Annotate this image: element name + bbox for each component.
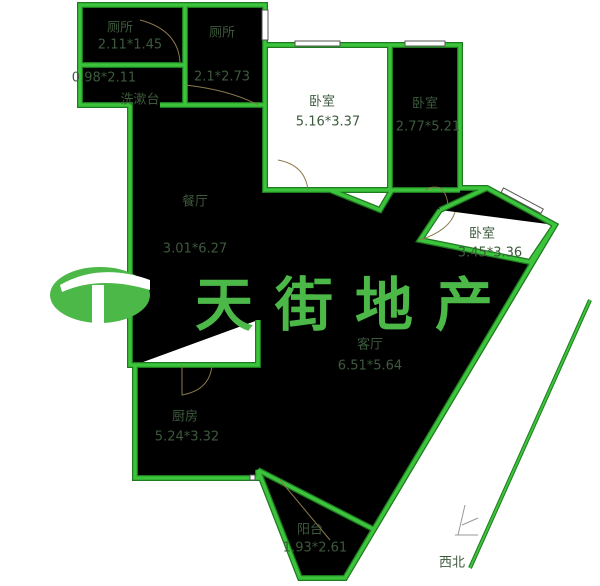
room-size: 2.1*2.73 (193, 69, 251, 85)
room-size: 5.16*3.37 (295, 114, 361, 130)
room-size: 1.93*2.61 (282, 540, 348, 556)
room-name: 厕所 (106, 20, 134, 36)
compass-icon (455, 504, 479, 536)
room-size: 0.98*2.11 (71, 70, 137, 86)
room-size: 2.77*5.21 (395, 119, 461, 135)
windows (249, 9, 544, 481)
room-name: 餐厅 (181, 194, 209, 210)
doors (139, 19, 456, 541)
room-name: 卧室 (411, 96, 439, 112)
room-name: 卧室 (308, 94, 336, 110)
room-name: 厕所 (208, 25, 236, 41)
room-size: 6.51*5.64 (337, 358, 403, 374)
logo-icon (50, 267, 150, 323)
room-name: 洗漱台 (120, 92, 160, 108)
room-name: 阳台 (296, 522, 324, 538)
room-size: 5.24*3.32 (154, 429, 220, 445)
room-size: 3.01*6.27 (162, 241, 228, 257)
room-size: 3.45*3.36 (457, 245, 523, 261)
room-name: 厨房 (171, 409, 199, 425)
room-name: 客厅 (356, 337, 384, 353)
compass-label: 西北 (438, 555, 466, 571)
walls (80, 5, 555, 578)
watermark-text: 天街地产 (195, 271, 516, 339)
room-name: 卧室 (468, 226, 496, 242)
room-size: 2.11*1.45 (97, 37, 163, 53)
